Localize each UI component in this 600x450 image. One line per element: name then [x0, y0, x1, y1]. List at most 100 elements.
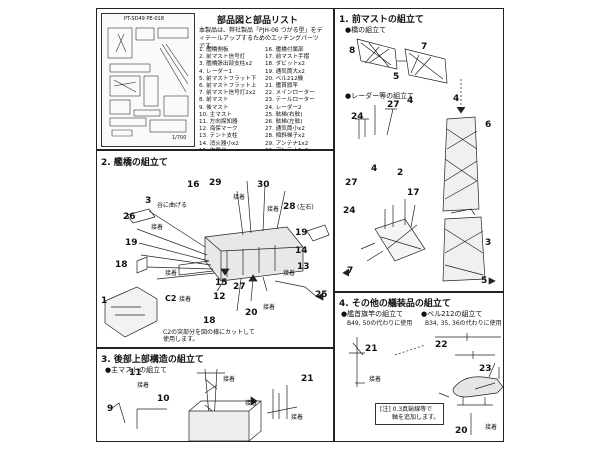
- port-starboard-note: (左右): [297, 204, 314, 211]
- s2-label-14: 14: [295, 246, 308, 256]
- section-4-sub-a2: B49, 50の代わりに使用: [347, 320, 413, 327]
- part-item: 7. 前マスト信号灯2x2: [199, 90, 256, 97]
- fret-scale: 1/700: [172, 135, 187, 141]
- s2-label-1: 1: [101, 296, 108, 306]
- parts-title: 部品図と部品リスト: [217, 16, 299, 26]
- part-item: 21. 艦首旗竿: [265, 83, 299, 90]
- s2-label-15: 15: [215, 278, 228, 288]
- bridge-assembly-drawing: [104, 180, 330, 338]
- part-item: 23. テールローター: [265, 97, 315, 104]
- part-item: 6. 前マストフラット上: [199, 83, 257, 90]
- s2-label-25: 25: [315, 290, 328, 300]
- glue-label: 接着: [137, 382, 150, 389]
- s3-label-11: 11: [129, 368, 142, 378]
- section-1-sub-b: ●レーダー等の組立て: [345, 92, 415, 100]
- parts-list-col2: 16. 艦橋付属部 17. 前マスト手摺 18. ダビットx2 19. 通気筒大…: [265, 47, 315, 155]
- etching-fret: PT-SD49 PE-018 1/700: [101, 13, 195, 147]
- s2-label-29: 29: [209, 178, 222, 188]
- s1-label-2: 2: [397, 168, 404, 178]
- s2-label-12: 12: [213, 292, 226, 302]
- aft-superstructure-drawing: [110, 368, 298, 442]
- glue-label: 接着: [245, 400, 258, 407]
- section-3-sub: ●主マストの組立て: [105, 366, 168, 374]
- part-item: 18. ダビットx2: [265, 61, 305, 68]
- glue-label: 接着: [369, 376, 382, 383]
- s2-label-18b: 18: [203, 316, 216, 326]
- s3-label-21: 21: [301, 374, 314, 384]
- glue-label: 接着: [223, 376, 236, 383]
- part-item: 3. 艦橋張出部支柱x2: [199, 61, 253, 68]
- section-2-title: 2. 艦橋の組立て: [101, 158, 168, 168]
- s2-label-19b: 19: [295, 228, 308, 238]
- glue-label: 接着: [151, 224, 164, 231]
- parts-intro: 本製品は、弊社製品「PJH-06 つがる型」をディテールアップするためのエッチン…: [199, 27, 323, 50]
- note-body: 軸を追加します。: [392, 414, 440, 421]
- s1-label-24a: 24: [351, 112, 364, 122]
- c2-cut-note: C2の突部分を図の様にカットして使用します。: [163, 329, 255, 343]
- s4-label-23: 23: [479, 364, 492, 374]
- section-3-panel: 3. 後部上部構造の組立て ●主マストの組立て 11 9 10 21 接着 接着…: [96, 348, 334, 442]
- part-item: 9. 後マスト: [199, 104, 229, 111]
- glue-label: 接着: [267, 206, 280, 213]
- s4-label-22: 22: [435, 340, 448, 350]
- fret-code: PT-SD49 PE-018: [124, 16, 164, 22]
- part-item: 29. アンテナ1x2: [265, 140, 309, 147]
- glue-label: 接着: [283, 270, 296, 277]
- glue-label: 接着: [179, 296, 192, 303]
- part-c2-label: C2: [165, 294, 177, 303]
- front-mast-drawing: [342, 38, 496, 285]
- section-2-panel: 2. 艦橋の組立て 16 29 30 3 28 26 19: [96, 150, 334, 348]
- glue-label: 接着: [485, 424, 498, 431]
- part-item: 13. テント支柱: [199, 133, 238, 140]
- note-head: [注] 0.3真鍮線等で: [380, 406, 433, 413]
- section-1-title: 1. 前マストの組立て: [339, 15, 424, 25]
- s2-label-20: 20: [245, 308, 258, 318]
- s1-label-17: 17: [407, 188, 420, 198]
- fret-parts-drawing: [107, 27, 189, 137]
- parts-panel: PT-SD49 PE-018 1/700 部品: [96, 8, 334, 154]
- s4-label-20: 20: [455, 426, 468, 436]
- part-item: 8. 前マスト: [199, 97, 229, 104]
- glue-label: 接着: [291, 414, 304, 421]
- s1-label-4b: 4: [407, 96, 414, 106]
- s3-label-10: 10: [157, 394, 170, 404]
- section-4-sub-b: ●ベル212の組立て: [421, 310, 483, 318]
- s1-label-3: 3: [485, 238, 492, 248]
- part-item: 11. 方向探知器: [199, 119, 238, 126]
- part-item: 20. ベル212機: [265, 75, 304, 82]
- s2-label-18a: 18: [115, 260, 128, 270]
- part-item: 2. 前マスト信号灯: [199, 54, 246, 61]
- section-1-sub-a: ●橋の組立て: [345, 26, 387, 34]
- part-item: 17. 前マスト手摺: [265, 54, 310, 61]
- s2-label-19a: 19: [125, 238, 138, 248]
- bend-instruction: 谷に曲げる: [157, 202, 188, 209]
- parts-list-col1: 1. 艦橋側板 2. 前マスト信号灯 3. 艦橋張出部支柱x2 4. レーダー1…: [199, 47, 256, 155]
- s1-label-4c: 4: [371, 164, 378, 174]
- part-item: 4. レーダー1: [199, 68, 233, 75]
- part-item: 16. 艦橋付属部: [265, 47, 304, 53]
- s1-label-7a: 7: [421, 42, 428, 52]
- s2-label-16: 16: [187, 180, 200, 190]
- part-item: 28. 傾斜梯子x2: [265, 133, 305, 140]
- part-item: 12. 海保マーク: [199, 126, 238, 133]
- part-item: 24. レーダー2: [265, 104, 302, 111]
- s1-label-5a: 5: [393, 72, 400, 82]
- s1-label-8: 8: [349, 46, 356, 56]
- s1-label-4a: 4: [453, 94, 460, 104]
- s3-label-9: 9: [107, 404, 114, 414]
- s1-label-6: 6: [485, 120, 492, 130]
- brass-wire-note: [注] 0.3真鍮線等で 軸を追加します。: [375, 403, 445, 425]
- s1-label-27b: 27: [345, 178, 358, 188]
- section-4-sub-b2: B34, 35, 36の代わりに使用: [425, 320, 502, 327]
- s1-label-5b: 5: [481, 276, 488, 286]
- glue-label: 接着: [263, 304, 276, 311]
- s1-label-27a: 27: [387, 100, 400, 110]
- section-4-panel: 4. その他の艤装品の組立て ●艦首旗竿の組立て B49, 50の代わりに使用 …: [334, 292, 504, 442]
- s1-label-24b: 24: [343, 206, 356, 216]
- section-3-title: 3. 後部上部構造の組立て: [101, 355, 204, 365]
- s2-label-13: 13: [297, 262, 310, 272]
- part-item: 14. 消火器小x2: [199, 140, 239, 147]
- s4-label-21: 21: [365, 344, 378, 354]
- s2-label-28: 28: [283, 202, 296, 212]
- s1-label-7b: 7: [347, 266, 354, 276]
